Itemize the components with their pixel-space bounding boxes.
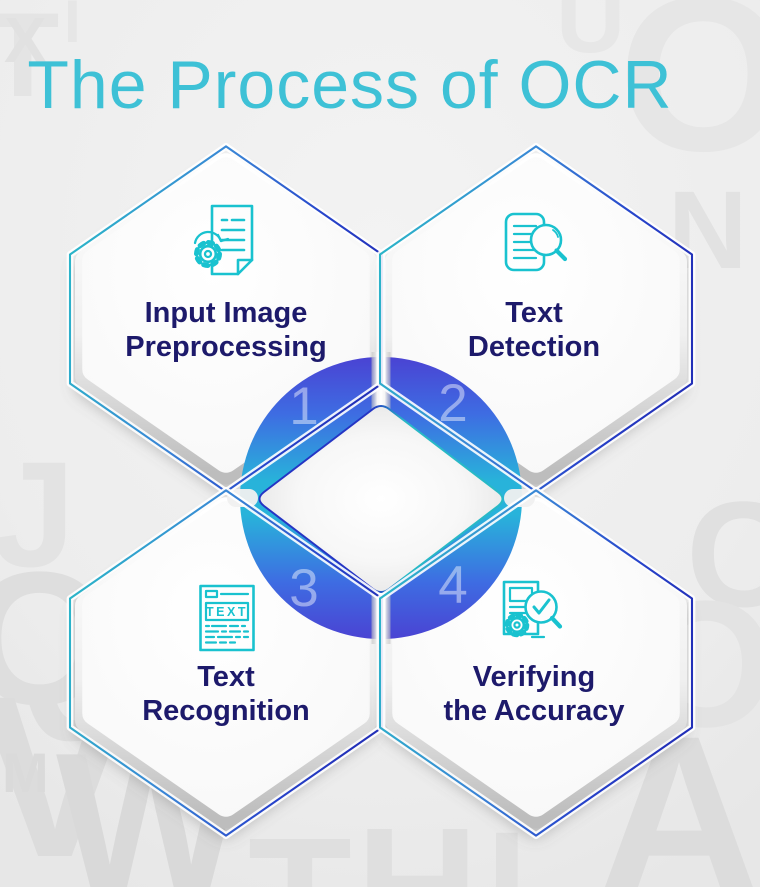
step-4-label: Verifying the Accuracy [443, 661, 624, 727]
icon-text-label: TEXT [206, 605, 248, 619]
watermark-letter: M [2, 741, 49, 804]
watermark-letter: C [686, 470, 760, 638]
step-1-label-line2: Preprocessing [125, 331, 326, 363]
step-3-label-line2: Recognition [142, 695, 310, 727]
page-title: The Process of OCR [27, 47, 672, 123]
step-number-3: 3 [289, 559, 318, 618]
step-4-label-line1: Verifying [473, 661, 596, 693]
watermark-letter: O [618, 0, 760, 197]
watermark-letter: T [0, 0, 59, 122]
step-3-label: Text Recognition [142, 661, 310, 727]
step-1-label-line1: Input Image [145, 297, 308, 329]
step-2-label-line2: Detection [468, 331, 600, 363]
watermark-letter: I [64, 0, 81, 55]
step-4-label-line2: the Accuracy [443, 695, 624, 727]
step-2-label: Text Detection [468, 297, 600, 363]
watermark-letter: J [0, 430, 75, 598]
watermark-letter: T [248, 803, 352, 887]
gear-magnifier-checkmark-icon [502, 580, 563, 639]
step-2-label-line1: Text [505, 297, 563, 329]
watermark-letter: H [356, 793, 479, 887]
document-magnifier-icon [504, 212, 568, 272]
text-document-icon: TEXT [199, 584, 255, 652]
step-numbers: 1 2 3 4 [289, 374, 467, 618]
step-number-4: 4 [438, 556, 467, 615]
step-3-label-line1: Text [197, 661, 255, 693]
step-1-label: Input Image Preprocessing [125, 297, 326, 363]
watermark-letter: X [4, 4, 47, 76]
step-number-1: 1 [289, 377, 318, 436]
preprocessing-document-gear-icon [193, 204, 254, 276]
watermark-letter: U [556, 0, 625, 73]
